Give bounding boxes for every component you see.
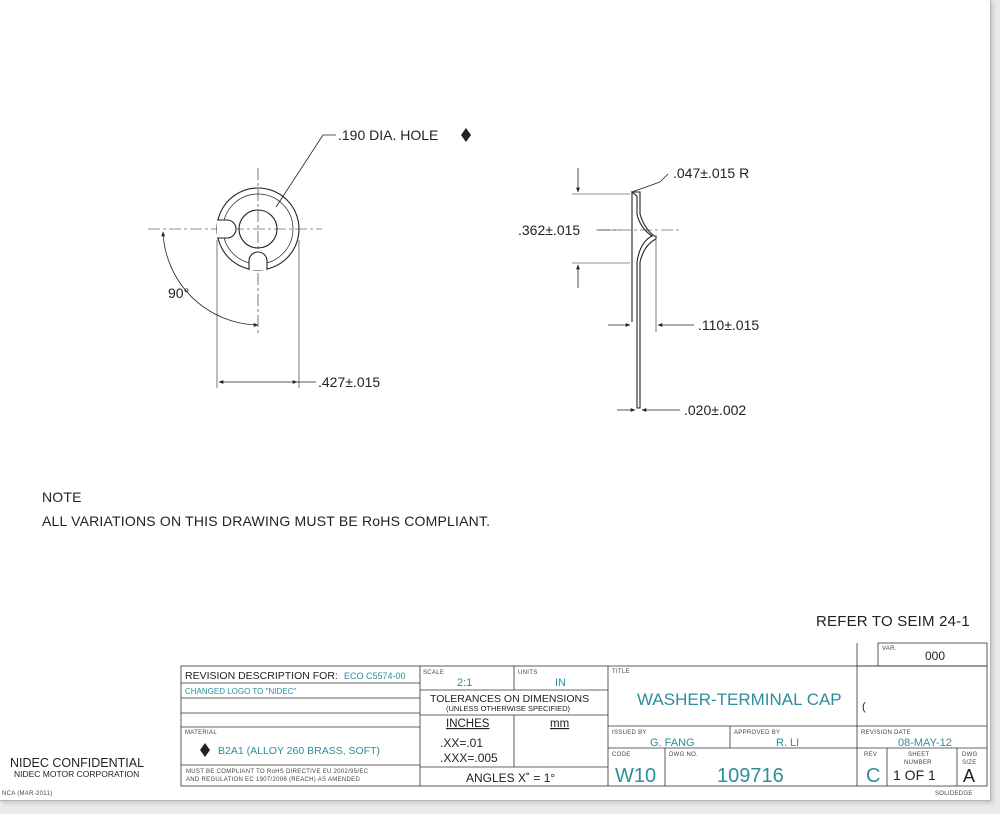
approved-by-label: APPROVED BY — [734, 730, 780, 736]
inches-header: INCHES — [446, 718, 490, 730]
angle-tolerance: ANGLES X˚ = 1° — [466, 771, 555, 785]
var-label: VAR. — [882, 646, 897, 652]
code-value: W10 — [615, 765, 656, 787]
mm-header: mm — [550, 718, 569, 730]
units-label: UNITS — [518, 670, 538, 676]
side-view — [572, 168, 694, 412]
angle-arc — [161, 231, 259, 327]
rev-label: REV — [864, 752, 877, 758]
drawing-size: A — [963, 766, 975, 786]
drawing-canvas: .190 DIA. HOLE 90° .427±.015 .047±.015 R… — [2, 127, 988, 797]
drawing-number: 109716 — [717, 765, 784, 787]
title-extra: ( — [862, 701, 866, 713]
eco-number: ECO C5574-00 — [344, 671, 406, 681]
code-label: CODE — [612, 752, 631, 758]
bottom-slot — [248, 251, 268, 270]
hole-leader — [275, 134, 336, 208]
left-slot — [217, 219, 237, 239]
title-label: TITLE — [612, 669, 630, 675]
material-label: MATERIAL — [185, 730, 217, 736]
software-label: SOLIDEDGE — [935, 791, 973, 797]
material-diamond-icon — [200, 743, 210, 757]
drawing-sheet: .190 DIA. HOLE 90° .427±.015 .047±.015 R… — [0, 0, 991, 801]
title-block — [180, 642, 988, 787]
drawing-title: WASHER-TERMINAL CAP — [637, 690, 842, 709]
tolerances-subtitle: (UNLESS OTHERWISE SPECIFIED) — [446, 704, 571, 713]
material: B2A1 (ALLOY 260 BRASS, SOFT) — [218, 745, 380, 757]
approved-by: R. LI — [776, 737, 799, 749]
refer-note: REFER TO SEIM 24-1 — [816, 613, 970, 630]
revision-date-label: REVISION DATE — [861, 730, 911, 736]
var-value: 000 — [925, 649, 945, 663]
width-dimension: .427±.015 — [318, 374, 380, 390]
scale-label: SCALE — [423, 670, 444, 676]
issued-by-label: ISSUED BY — [612, 730, 647, 736]
scale-value: 2:1 — [457, 677, 472, 689]
radius-dimension: .047±.015 R — [673, 165, 749, 181]
revision-label: REVISION DESCRIPTION FOR: — [185, 670, 338, 682]
compliance-line-1: MUST BE COMPLIANT TO RoHS DIRECTIVE EU 2… — [186, 769, 369, 775]
radius-leader-tail — [659, 173, 669, 183]
washer-profile — [630, 191, 657, 409]
thickness-dimension: .020±.002 — [684, 402, 746, 418]
sheet-label: SHEET — [908, 752, 930, 758]
revision-letter: C — [866, 765, 880, 787]
critical-diamond-icon — [461, 128, 471, 142]
units-value: IN — [555, 677, 566, 689]
revision-row-1: CHANGED LOGO TO "NIDEC" — [185, 687, 296, 696]
rohs-note: ALL VARIATIONS ON THIS DRAWING MUST BE R… — [42, 513, 491, 529]
radius-leader — [631, 181, 661, 193]
corporation-label: NIDEC MOTOR CORPORATION — [14, 769, 139, 779]
confidential-label: NIDEC CONFIDENTIAL — [10, 756, 144, 770]
angle-label: 90° — [168, 285, 189, 301]
tolerances-title: TOLERANCES ON DIMENSIONS — [430, 693, 589, 705]
revision-date: 08-MAY-12 — [898, 737, 952, 749]
dwg-no-label: DWG NO. — [669, 752, 698, 758]
compliance-line-2: AND REGULATION EC 1907/2006 (REACH) AS A… — [186, 777, 360, 783]
form-number: NCA (MAR-2011) — [2, 791, 52, 797]
tolerance-three-place: .XXX=.005 — [440, 751, 498, 765]
size-label: DWG — [962, 752, 978, 758]
height-dimension: .362±.015 — [518, 222, 580, 238]
depth-dimension: .110±.015 — [698, 317, 759, 333]
hole-callout: .190 DIA. HOLE — [338, 127, 438, 143]
size-label-2: SIZE — [962, 760, 977, 766]
note-heading: NOTE — [42, 489, 82, 505]
issued-by: G. FANG — [650, 737, 695, 749]
front-view — [148, 134, 336, 388]
sheet-label-2: NUMBER — [904, 760, 932, 766]
sheet-of: 1 OF 1 — [893, 767, 936, 783]
tolerance-two-place: .XX=.01 — [440, 736, 483, 750]
